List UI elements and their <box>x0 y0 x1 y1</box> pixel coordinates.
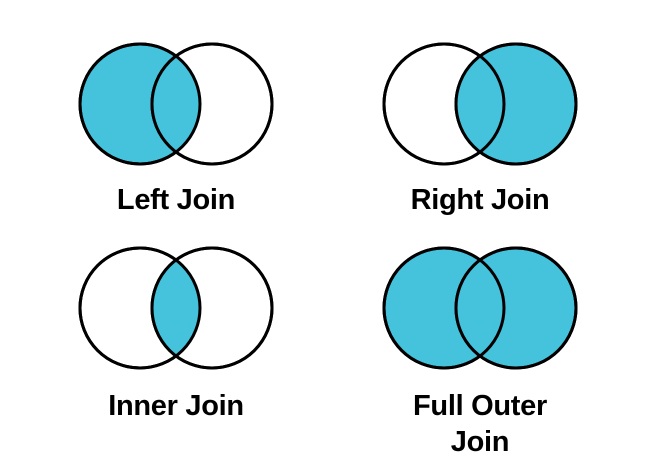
right-join-left-circle-outline <box>382 42 506 166</box>
venn-panel-right-join: Right Join <box>364 38 596 218</box>
venn-panel-inner-join: Inner Join <box>60 242 292 424</box>
full-outer-join-label: Full Outer Join <box>413 390 547 458</box>
left-join-venn-figure <box>78 42 274 166</box>
right-join-right-circle-outline <box>454 42 578 166</box>
full-outer-join-intersection-region <box>456 260 504 356</box>
inner-join-right-circle-outline <box>150 246 274 370</box>
venn-panel-left-join: Left Join <box>60 38 292 218</box>
left-join-label: Left Join <box>116 184 236 216</box>
full-outer-join-right-circle-outline <box>454 246 578 370</box>
inner-join-label: Inner Join <box>108 390 244 422</box>
venn-panel-full-outer-join: Full Outer Join <box>364 242 596 460</box>
right-join-intersection-region <box>456 56 504 152</box>
full-outer-join-venn-figure <box>382 246 578 370</box>
left-join-intersection-region <box>152 56 200 152</box>
left-join-right-circle-outline <box>150 42 274 166</box>
full-outer-join-left-circle-outline <box>382 246 506 370</box>
inner-join-venn-figure <box>78 246 274 370</box>
right-join-label: Right Join <box>410 184 550 216</box>
right-join-venn-figure <box>382 42 578 166</box>
inner-join-intersection-region <box>152 260 200 356</box>
inner-join-left-circle-outline <box>78 246 202 370</box>
left-join-left-circle-outline <box>78 42 202 166</box>
